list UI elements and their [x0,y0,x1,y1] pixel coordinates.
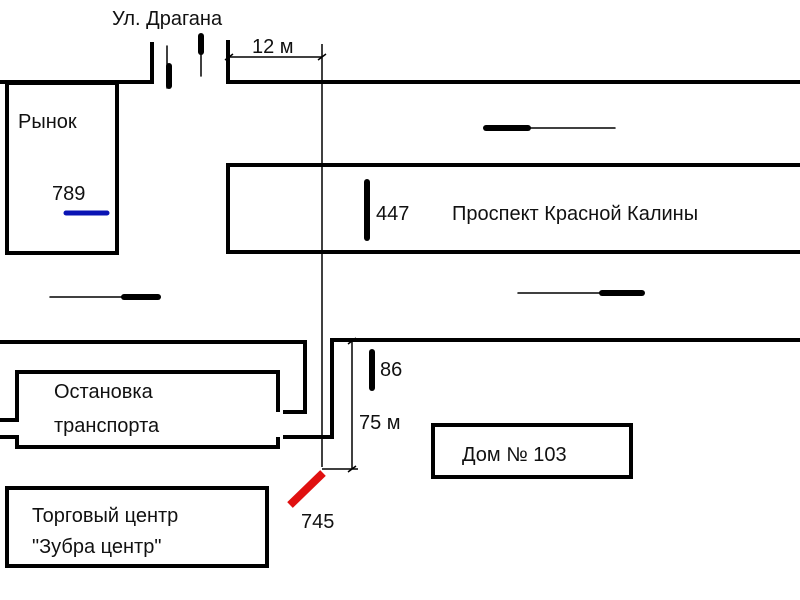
marker-447-label: 447 [376,203,409,225]
house-building [431,423,633,479]
road-edge-lower-right [283,338,800,439]
road-edge-top-left [0,42,154,84]
road-edge-top-right [226,40,800,84]
bus-stop-building [0,370,280,422]
marker-86-label: 86 [380,359,402,381]
road-edge-lower-left [0,340,307,414]
tick-mark [317,53,327,61]
dimension-label-75m: 75 м [359,412,401,434]
bus-stop-label-line2: транспорта [54,415,160,437]
marker-789-label: 789 [52,183,85,205]
prospect-median [226,163,800,254]
mall-label-line2: "Зубра центр" [32,536,161,558]
mall-label-line1: Торговый центр [32,505,178,527]
mall-building [5,486,269,568]
tick-mark [347,337,357,345]
marker-745-bar [287,470,326,508]
market-building [5,81,119,255]
market-label: Рынок [18,111,77,133]
street-label-prospect: Проспект Красной Калины [452,203,698,225]
tick-mark [347,465,357,473]
house-label: Дом № 103 [462,444,567,466]
dimension-label-12m: 12 м [252,36,294,58]
street-label-dragana: Ул. Драгана [112,8,223,30]
marker-745-label: 745 [301,511,334,533]
bus-stop-building-bottom [0,435,280,449]
tick-mark [224,53,234,61]
bus-stop-label-line1: Остановка [54,381,154,403]
